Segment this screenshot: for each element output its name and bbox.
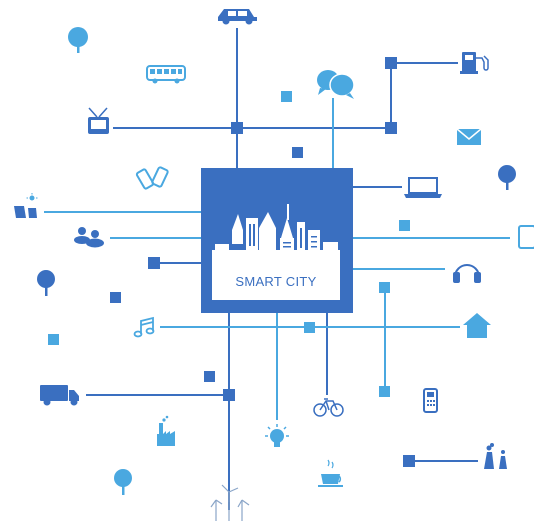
solar-panel-icon bbox=[14, 193, 38, 218]
truck-icon bbox=[40, 385, 79, 406]
dark-connectors bbox=[86, 28, 478, 510]
hub-label: SMART CITY bbox=[235, 274, 317, 289]
bicycle-icon bbox=[313, 398, 344, 417]
mobile-phones-icon bbox=[135, 166, 169, 190]
tv-icon bbox=[88, 107, 109, 134]
mail-icon bbox=[456, 128, 482, 145]
smart-city-hub bbox=[201, 168, 353, 313]
wind-turbine-icon bbox=[210, 484, 250, 521]
power-plant-icon bbox=[484, 443, 507, 469]
car-icon bbox=[218, 9, 257, 25]
tablet-icon bbox=[518, 225, 534, 249]
factory-icon bbox=[157, 415, 175, 446]
cell-phone-icon bbox=[423, 388, 438, 413]
speech-bubbles-icon bbox=[317, 70, 355, 99]
people-icon bbox=[74, 227, 104, 248]
headphones-icon bbox=[453, 264, 481, 283]
light-bulb-icon bbox=[265, 424, 289, 447]
junction-nodes bbox=[48, 57, 415, 467]
fuel-pump-icon bbox=[460, 52, 489, 74]
tree-icon bbox=[114, 469, 132, 495]
music-note-icon bbox=[133, 316, 155, 338]
light-connectors bbox=[44, 98, 510, 420]
skyline-windows bbox=[249, 224, 317, 248]
tree-icon bbox=[498, 165, 516, 190]
coffee-cup-icon bbox=[318, 459, 343, 487]
tree-icon bbox=[37, 270, 55, 296]
tree-icon bbox=[68, 27, 88, 53]
laptop-icon bbox=[404, 177, 442, 198]
house-icon bbox=[463, 313, 491, 338]
bus-icon bbox=[146, 65, 186, 84]
